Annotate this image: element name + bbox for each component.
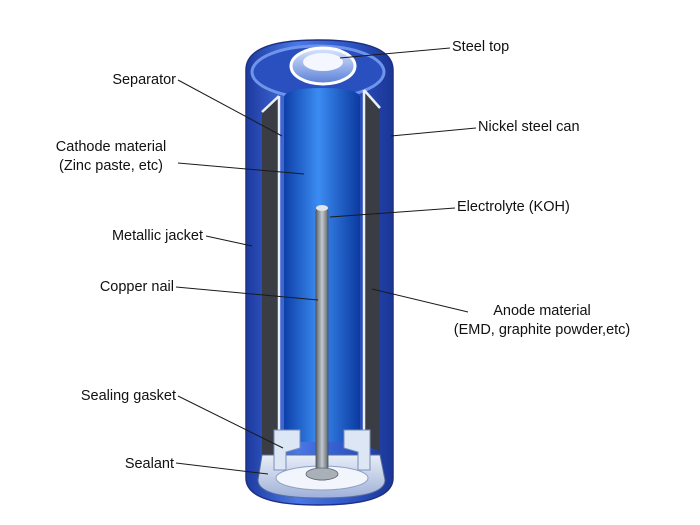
leader-metallic-jacket	[205, 235, 253, 247]
label-anode-material: Anode material	[493, 303, 591, 319]
steel-top-highlight	[303, 53, 343, 71]
label-steel-top: Steel top	[452, 39, 510, 55]
label-cathode-detail: (Zinc paste, etc)	[59, 158, 163, 174]
label-sealant: Sealant	[124, 456, 174, 472]
anode-left-layer	[262, 96, 279, 460]
leader-cathode	[177, 162, 305, 175]
copper-nail-head	[305, 467, 339, 481]
leader-anode	[371, 288, 469, 313]
label-separator: Separator	[112, 72, 176, 88]
label-cathode-material: Cathode material	[55, 139, 167, 155]
leader-sealing-gasket	[177, 395, 284, 449]
separator-layer	[261, 89, 381, 452]
label-nickel-steel-can: Nickel steel can	[478, 119, 580, 135]
label-metallic-jacket: Metallic jacket	[111, 228, 203, 244]
label-anode-detail: (EMD, graphite powder,etc)	[453, 322, 631, 338]
leader-steel-top	[339, 47, 451, 59]
copper-nail-tip	[316, 205, 328, 211]
leader-lines	[175, 47, 477, 475]
leader-separator	[177, 79, 283, 137]
anode-right-layer	[364, 90, 380, 452]
leader-copper-nail	[175, 286, 319, 301]
copper-nail-shape	[315, 207, 329, 481]
sealing-gasket-shape	[273, 429, 371, 471]
leader-nickel-steel-can	[390, 127, 477, 137]
leader-electrolyte	[329, 207, 456, 218]
label-sealing-gasket: Sealing gasket	[80, 388, 176, 404]
leader-sealant	[175, 462, 269, 475]
label-copper-nail: Copper nail	[99, 279, 174, 295]
label-electrolyte: Electrolyte (KOH)	[457, 199, 570, 215]
